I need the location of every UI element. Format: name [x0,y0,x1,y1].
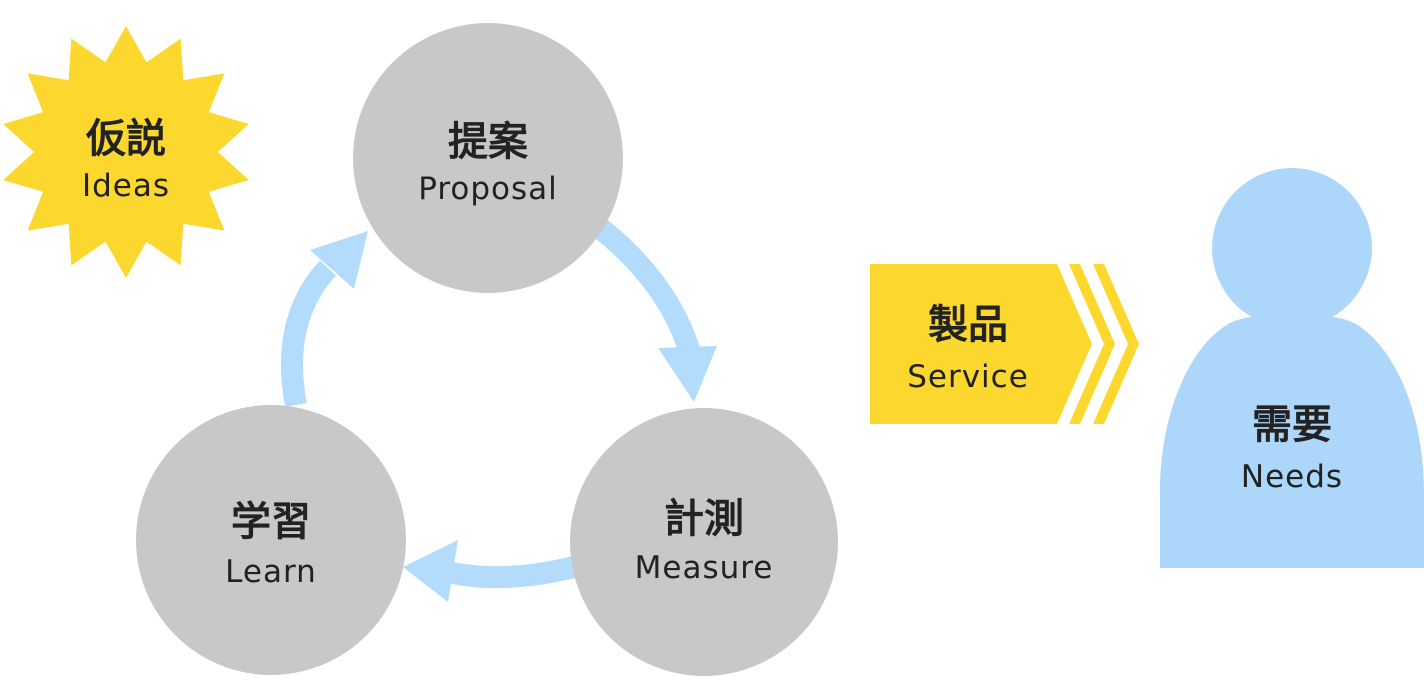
learn-jp-label: 学習 [231,499,311,545]
measure-en-label: Measure [635,550,774,586]
needs-person: 需要 Needs [1160,168,1424,568]
arrow-learn-to-proposal-head [310,231,368,289]
proposal-node: 提案 Proposal [353,23,623,293]
ideas-jp-label: 仮説 [85,116,166,162]
measure-circle [570,408,838,676]
service-jp-label: 製品 [928,302,1008,348]
needs-en-label: Needs [1241,459,1343,495]
arrow-measure-to-learn [449,555,581,589]
service-en-label: Service [907,359,1029,395]
service-block [870,264,1092,424]
ideas-en-label: Ideas [82,168,170,204]
learn-en-label: Learn [225,554,317,590]
service-chevron-1 [1069,264,1115,424]
cycle-arrows [281,219,717,602]
arrow-proposal-to-measure [593,219,701,356]
proposal-jp-label: 提案 [448,119,529,165]
proposal-en-label: Proposal [418,171,558,207]
measure-node: 計測 Measure [570,408,838,676]
proposal-circle [353,23,623,293]
arrow-measure-to-learn-head [403,540,458,602]
ideas-starburst [3,26,249,278]
service-chevron-2 [1093,264,1139,424]
person-body [1160,316,1424,568]
arrow-learn-to-proposal [281,260,337,408]
ideas-badge: 仮説 Ideas [3,26,249,278]
service-arrow: 製品 Service [870,264,1139,424]
person-head [1212,168,1372,328]
learn-node: 学習 Learn [136,405,406,675]
measure-jp-label: 計測 [664,496,744,542]
learn-circle [136,405,406,675]
arrow-proposal-to-measure-head [658,346,717,402]
needs-jp-label: 需要 [1252,402,1332,448]
